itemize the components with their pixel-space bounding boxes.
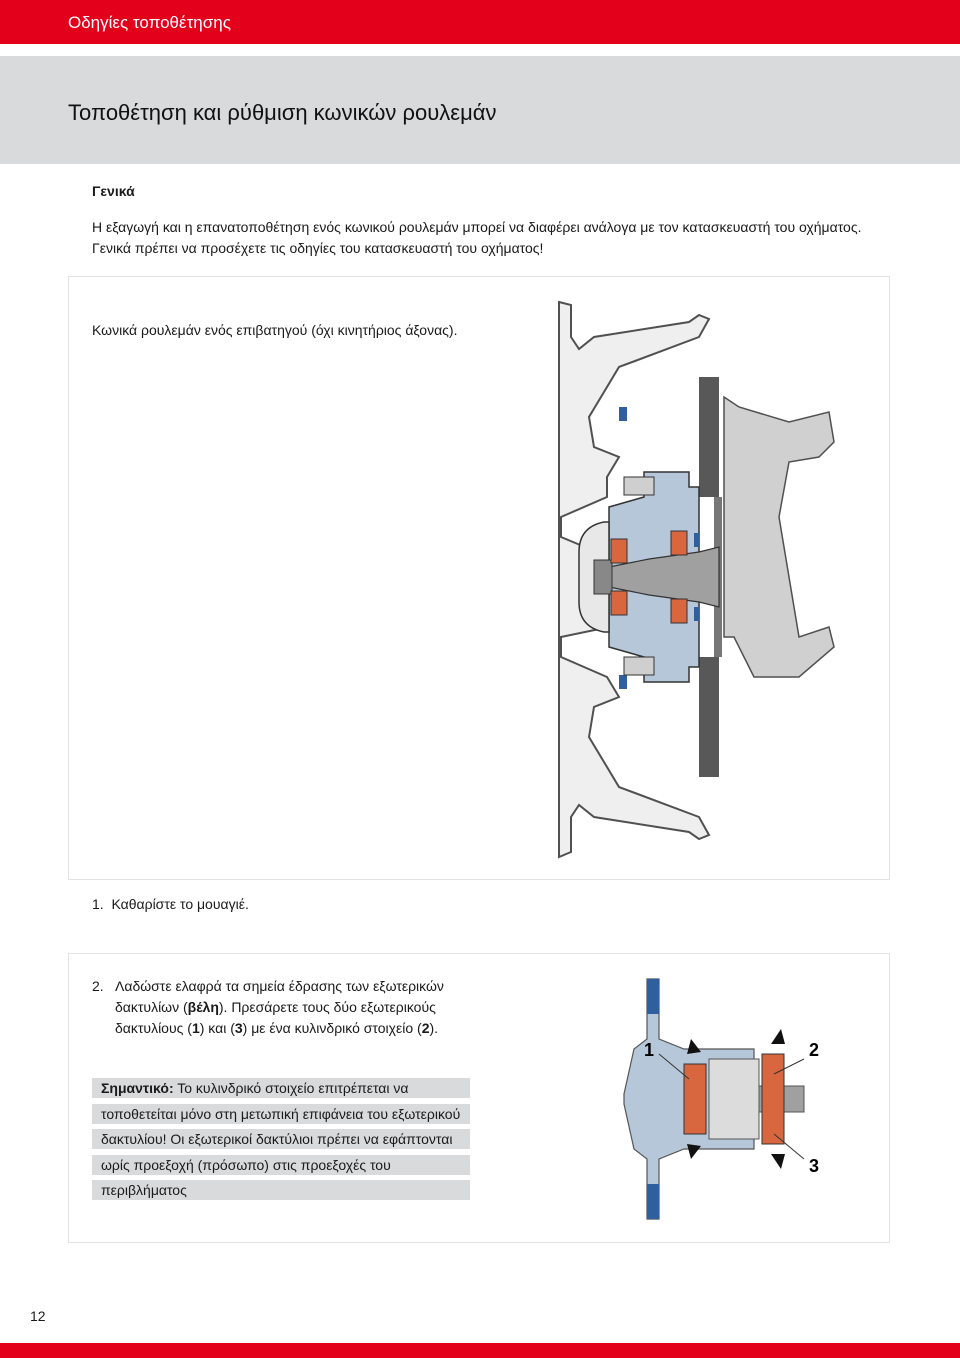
- figure-box-bearing: 2. Λαδώστε ελαφρά τα σημεία έδρασης των …: [68, 953, 890, 1243]
- header-bar: Οδηγίες τοποθέτησης: [0, 0, 960, 44]
- label-2: 2: [809, 1040, 819, 1060]
- intro-line-2: Γενικά πρέπει να προσέχετε τις οδηγίες τ…: [92, 240, 544, 256]
- notice-line-5: περιβλήματος: [92, 1180, 470, 1201]
- subheading: Γενικά: [92, 183, 135, 199]
- step-1-number: 1.: [92, 896, 104, 912]
- step-2-text-part: ). Πρεσάρετε τους δύο εξωτερικούς δακτυλ…: [115, 999, 436, 1036]
- title-band: Τοποθέτηση και ρύθμιση κωνικών ρουλεμάν: [0, 56, 960, 164]
- important-notice: Σημαντικό: Το κυλινδρικό στοιχείο επιτρέ…: [92, 1078, 470, 1206]
- bearing-press-illustration: 1 2 3: [623, 978, 819, 1220]
- step-2-bold-2: 2: [421, 1020, 430, 1036]
- step-1-text: Καθαρίστε το μουαγιέ.: [111, 896, 249, 912]
- step-1: 1. Καθαρίστε το μουαγιέ.: [92, 896, 249, 912]
- footer-bar: [0, 1343, 960, 1358]
- notice-text: Το κυλινδρικό στοιχείο επιτρέπεται να: [173, 1080, 409, 1096]
- step-2-text-part: Λαδώστε ελαφρά τα σημεία έδρασης των εξω…: [115, 978, 444, 1015]
- step-2-text-part: ) με ένα κυλινδρικό στοιχείο (: [242, 1020, 422, 1036]
- page-title: Τοποθέτηση και ρύθμιση κωνικών ρουλεμάν: [68, 100, 497, 125]
- figure-box-hub: Κωνικά ρουλεμάν ενός επιβατηγού (όχι κιν…: [68, 276, 890, 880]
- step-2-text-part: ) και (: [199, 1020, 235, 1036]
- notice-line-2: τοποθετείται μόνο στη μετωπική επιφάνεια…: [92, 1103, 470, 1124]
- step-2-bold-arrows: βέλη: [187, 999, 219, 1015]
- step-2-bold-3: 3: [234, 1020, 243, 1036]
- wheel-hub-illustration: [558, 300, 835, 859]
- step-2-text: Λαδώστε ελαφρά τα σημεία έδρασης των εξω…: [92, 976, 472, 1039]
- label-3: 3: [809, 1156, 819, 1176]
- notice-line-4: ωρίς προεξοχή (πρόσωπο) στις προεξοχές τ…: [92, 1154, 470, 1175]
- figure-caption: Κωνικά ρουλεμάν ενός επιβατηγού (όχι κιν…: [92, 322, 458, 338]
- section-title: Οδηγίες τοποθέτησης: [68, 13, 231, 32]
- step-2-bold-1: 1: [191, 1020, 200, 1036]
- step-2: 2. Λαδώστε ελαφρά τα σημεία έδρασης των …: [92, 976, 472, 1039]
- notice-label: Σημαντικό:: [101, 1080, 174, 1096]
- intro-text: Η εξαγωγή και η επανατοποθέτηση ενός κων…: [92, 217, 912, 259]
- intro-line-1: Η εξαγωγή και η επανατοποθέτηση ενός κων…: [92, 219, 862, 235]
- notice-line-3: δακτυλίου! Οι εξωτερικοί δακτύλιοι πρέπε…: [92, 1129, 470, 1150]
- page-number: 12: [30, 1308, 46, 1324]
- step-2-text-part: ).: [429, 1020, 439, 1036]
- step-2-number: 2.: [92, 978, 104, 994]
- notice-line-1: Σημαντικό: Το κυλινδρικό στοιχείο επιτρέ…: [92, 1078, 470, 1098]
- label-1: 1: [644, 1040, 654, 1060]
